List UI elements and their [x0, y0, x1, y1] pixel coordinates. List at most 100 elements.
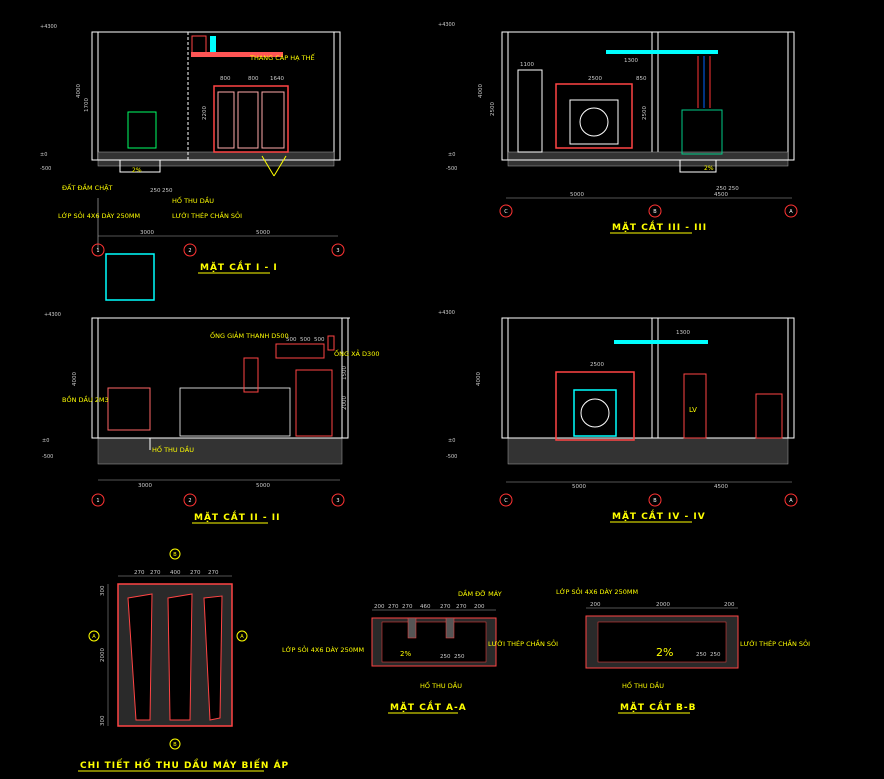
slope-label: 2% [400, 650, 411, 658]
dim-label: 200 [724, 602, 735, 608]
elevation-zero: ±0 [448, 152, 455, 158]
dim-label: 850 [636, 76, 647, 82]
dim-label: 270 [208, 570, 219, 576]
section-2-2: 1 2 3 3000 5000 500 500 500 2000 1500 40… [42, 312, 379, 524]
elevation-top: +4300 [438, 310, 455, 316]
dim-label: 5000 [572, 484, 586, 490]
elevation-low: -500 [42, 454, 53, 460]
elevation-top: +4300 [44, 312, 61, 318]
dim-label: 4000 [478, 84, 484, 98]
grid-label: B [653, 209, 657, 215]
dim-label: 300 [100, 715, 106, 726]
section-title: MẶT CẮT III - III [612, 220, 707, 233]
dim-label: 2000 [656, 602, 670, 608]
grid-label: 1 [96, 248, 99, 254]
dim-label: 1700 [84, 98, 90, 112]
grid-label: C [504, 209, 508, 215]
dim-label: 270 [388, 604, 399, 610]
dim-label: 200 [590, 602, 601, 608]
section-marker [88, 630, 100, 642]
dim-label: 1300 [676, 330, 690, 336]
dim-label: 460 [420, 604, 431, 610]
section-title: MẶT CẮT A-A [390, 700, 467, 713]
dim-label: 1100 [520, 62, 534, 68]
note-gravel-layer: LỚP SỎI 4X6 DÀY 250MM [282, 644, 364, 654]
elevation-low: -500 [40, 166, 51, 172]
dim-label: 500 [314, 337, 325, 343]
grid-bubble-c [499, 204, 513, 218]
dim-label: 4000 [72, 372, 78, 386]
dim-label: 800 [220, 76, 231, 82]
grid-label: 2 [188, 248, 191, 254]
grid-bubble-3 [331, 243, 345, 257]
dim-label: 270 [456, 604, 467, 610]
section-title: MẶT CẮT II - II [194, 510, 280, 523]
dim-label: 250 [440, 654, 451, 660]
dim-label: 2000 [100, 648, 106, 662]
note-exhaust-pipe: ỐNG XẢ D300 [334, 348, 379, 358]
grid-label: C [504, 498, 508, 504]
dim-label: 1500 [342, 366, 348, 380]
grid-bubble-b [648, 493, 662, 507]
elevation-top: +4300 [40, 24, 57, 30]
elevation-low: -500 [446, 454, 457, 460]
lv-label: LV [689, 406, 697, 414]
dim-label: 270 [402, 604, 413, 610]
elevation-low: -500 [446, 166, 457, 172]
grid-bubble-2 [183, 243, 197, 257]
oil-pit-detail: 270 270 400 270 270 300 2000 300 B B A A… [78, 548, 289, 772]
dim-label: 200 [474, 604, 485, 610]
dim-label: 250 [710, 652, 721, 658]
dim-label: 4500 [714, 192, 728, 198]
grid-label: 2 [188, 498, 191, 504]
marker-label: A [240, 634, 244, 640]
dim-label: 3000 [140, 230, 154, 236]
dim-label: 200 [374, 604, 385, 610]
dim-label: 1300 [624, 58, 638, 64]
marker-label: B [173, 552, 177, 558]
dim-label: 2500 [642, 106, 648, 120]
elevation-top: +4300 [438, 22, 455, 28]
grid-bubble-2 [183, 493, 197, 507]
note-steel-mesh: LƯỚI THÉP CHẮN SỎI [488, 638, 558, 648]
dim-label: 2200 [202, 106, 208, 120]
section-marker [169, 738, 181, 750]
dim-label: 2000 [342, 396, 348, 410]
dim-label: 5000 [570, 192, 584, 198]
grid-label: A [789, 498, 793, 504]
dim-label: 400 [170, 570, 181, 576]
dim-label: 4000 [476, 372, 482, 386]
section-3-3: C B A 5000 4500 2500 1300 1100 850 2500 … [438, 22, 798, 234]
note-gravel-layer: LỚP SỎI 4X6 DÀY 250MM [58, 210, 140, 220]
dim-label: 2500 [590, 362, 604, 368]
dim-label: 300 [100, 585, 106, 596]
dim-label: 5000 [256, 230, 270, 236]
dim-label: 250 250 [716, 186, 739, 192]
section-marker [236, 630, 248, 642]
note-gravel-layer: LỚP SỎI 4X6 DÀY 250MM [556, 586, 638, 596]
dim-label: 4000 [76, 84, 82, 98]
note-oil-pit: HỐ THU DẦU [172, 195, 214, 205]
grid-bubble-b [648, 204, 662, 218]
dim-label: 2500 [490, 102, 496, 116]
dim-label: 500 [286, 337, 297, 343]
note-steel-mesh: LƯỚI THÉP CHẮN SỎI [172, 210, 242, 220]
note-silencer-pipe: ỐNG GIẢM THANH D500 [210, 330, 289, 340]
note-cable-tray: THANG CÁP HẠ THẾ [249, 52, 315, 62]
dim-label: 270 [190, 570, 201, 576]
dim-label: 5000 [256, 483, 270, 489]
detail-title: CHI TIẾT HỐ THU DẦU MÁY BIẾN ÁP [80, 758, 289, 771]
grid-label: 3 [336, 498, 339, 504]
section-marker [169, 548, 181, 560]
note-oil-pit: HỐ THU DẦU [420, 680, 462, 690]
dim-label: 270 [440, 604, 451, 610]
note-steel-mesh: LƯỚI THÉP CHẮN SỎI [740, 638, 810, 648]
grid-bubble-c [499, 493, 513, 507]
marker-label: B [173, 742, 177, 748]
grid-label: 3 [336, 248, 339, 254]
dim-label: 250 [454, 654, 465, 660]
dim-label: 1640 [270, 76, 284, 82]
section-1-1: 1 2 3 3000 5000 800 800 1640 2200 4000 1… [40, 24, 345, 301]
